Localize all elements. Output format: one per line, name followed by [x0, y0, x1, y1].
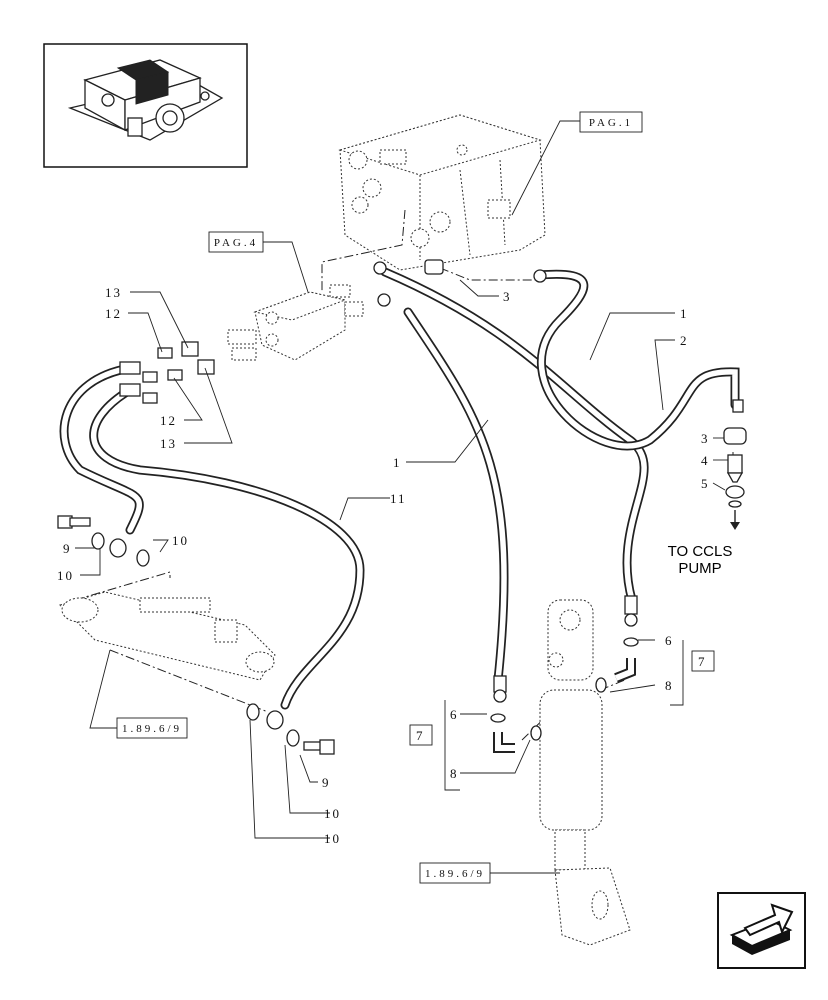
ref-pag4-text: PAG.4 [214, 237, 258, 249]
hose-2[interactable] [535, 269, 740, 451]
box-7-right [691, 650, 715, 672]
label-10: 10 [172, 533, 189, 548]
clamp-3[interactable] [723, 427, 747, 445]
ref-left-text: 1.89.6/9 [122, 723, 182, 735]
label-9: 9 [63, 541, 72, 556]
left-lift-cylinder[interactable] [59, 591, 276, 681]
label-4: 4 [701, 453, 710, 468]
label-13: 13 [105, 285, 122, 300]
label-11: 11 [390, 491, 407, 506]
leader-lines [75, 120, 728, 874]
label-1: 1 [393, 455, 402, 470]
label-8: 8 [665, 678, 674, 693]
note-line1: TO CCLS [668, 543, 733, 560]
thumbnail[interactable] [43, 43, 248, 168]
elbow-fitting-left[interactable] [490, 713, 542, 753]
label-6: 6 [665, 633, 674, 648]
washers-upper[interactable] [91, 532, 150, 567]
label-12: 12 [105, 306, 122, 321]
bolt-9-upper[interactable] [57, 515, 91, 529]
note-line2: PUMP [678, 560, 721, 577]
elbow-fitting-right[interactable] [595, 637, 639, 693]
fitting-4[interactable] [726, 454, 744, 483]
label-5: 5 [701, 476, 710, 491]
ref-pag1-text: PAG.1 [589, 117, 633, 129]
hose-fittings [119, 259, 744, 703]
ref-pag1[interactable]: PAG.1 [579, 111, 643, 133]
label-10: 10 [324, 806, 341, 821]
control-valve-assembly[interactable] [338, 114, 546, 271]
label-10: 10 [324, 831, 341, 846]
label-3: 3 [503, 289, 512, 304]
adapter-13[interactable] [181, 341, 215, 375]
bolt-9-lower[interactable] [303, 739, 335, 755]
hose-left-1[interactable] [59, 363, 144, 535]
valve-block[interactable] [227, 284, 364, 361]
ccls-pump-note: TO CCLS PUMP [668, 543, 733, 577]
hydraulic-valve-thumbnail-icon [67, 59, 224, 141]
seal-5[interactable] [725, 485, 745, 530]
part-labels: 13 12 12 13 1 2 3 1 11 3 4 5 6 7 8 6 7 8… [57, 285, 710, 846]
hose-1[interactable] [380, 267, 649, 605]
next-page-button[interactable] [717, 892, 806, 969]
label-7: 7 [416, 728, 425, 743]
right-lift-cylinder[interactable] [539, 599, 631, 946]
label-2: 2 [680, 333, 689, 348]
label-12: 12 [160, 413, 177, 428]
hose-1-lower[interactable] [403, 307, 509, 685]
adapter-12[interactable] [157, 347, 183, 381]
washers-lower[interactable] [246, 703, 300, 747]
label-1: 1 [680, 306, 689, 321]
hose-11[interactable] [89, 385, 365, 710]
box-7-left [409, 724, 433, 746]
next-page-arrow-icon [729, 903, 794, 955]
label-8: 8 [450, 766, 459, 781]
ref-pag4[interactable]: PAG.4 [208, 231, 264, 253]
label-6: 6 [450, 707, 459, 722]
label-7: 7 [698, 654, 707, 669]
ref-left-cylinder[interactable]: 1.89.6/9 [116, 717, 188, 739]
label-3: 3 [701, 431, 710, 446]
label-10: 10 [57, 568, 74, 583]
ref-bottom-text: 1.89.6/9 [425, 868, 485, 880]
ref-bottom-cylinder[interactable]: 1.89.6/9 [419, 862, 491, 884]
label-9: 9 [322, 775, 331, 790]
label-13: 13 [160, 436, 177, 451]
